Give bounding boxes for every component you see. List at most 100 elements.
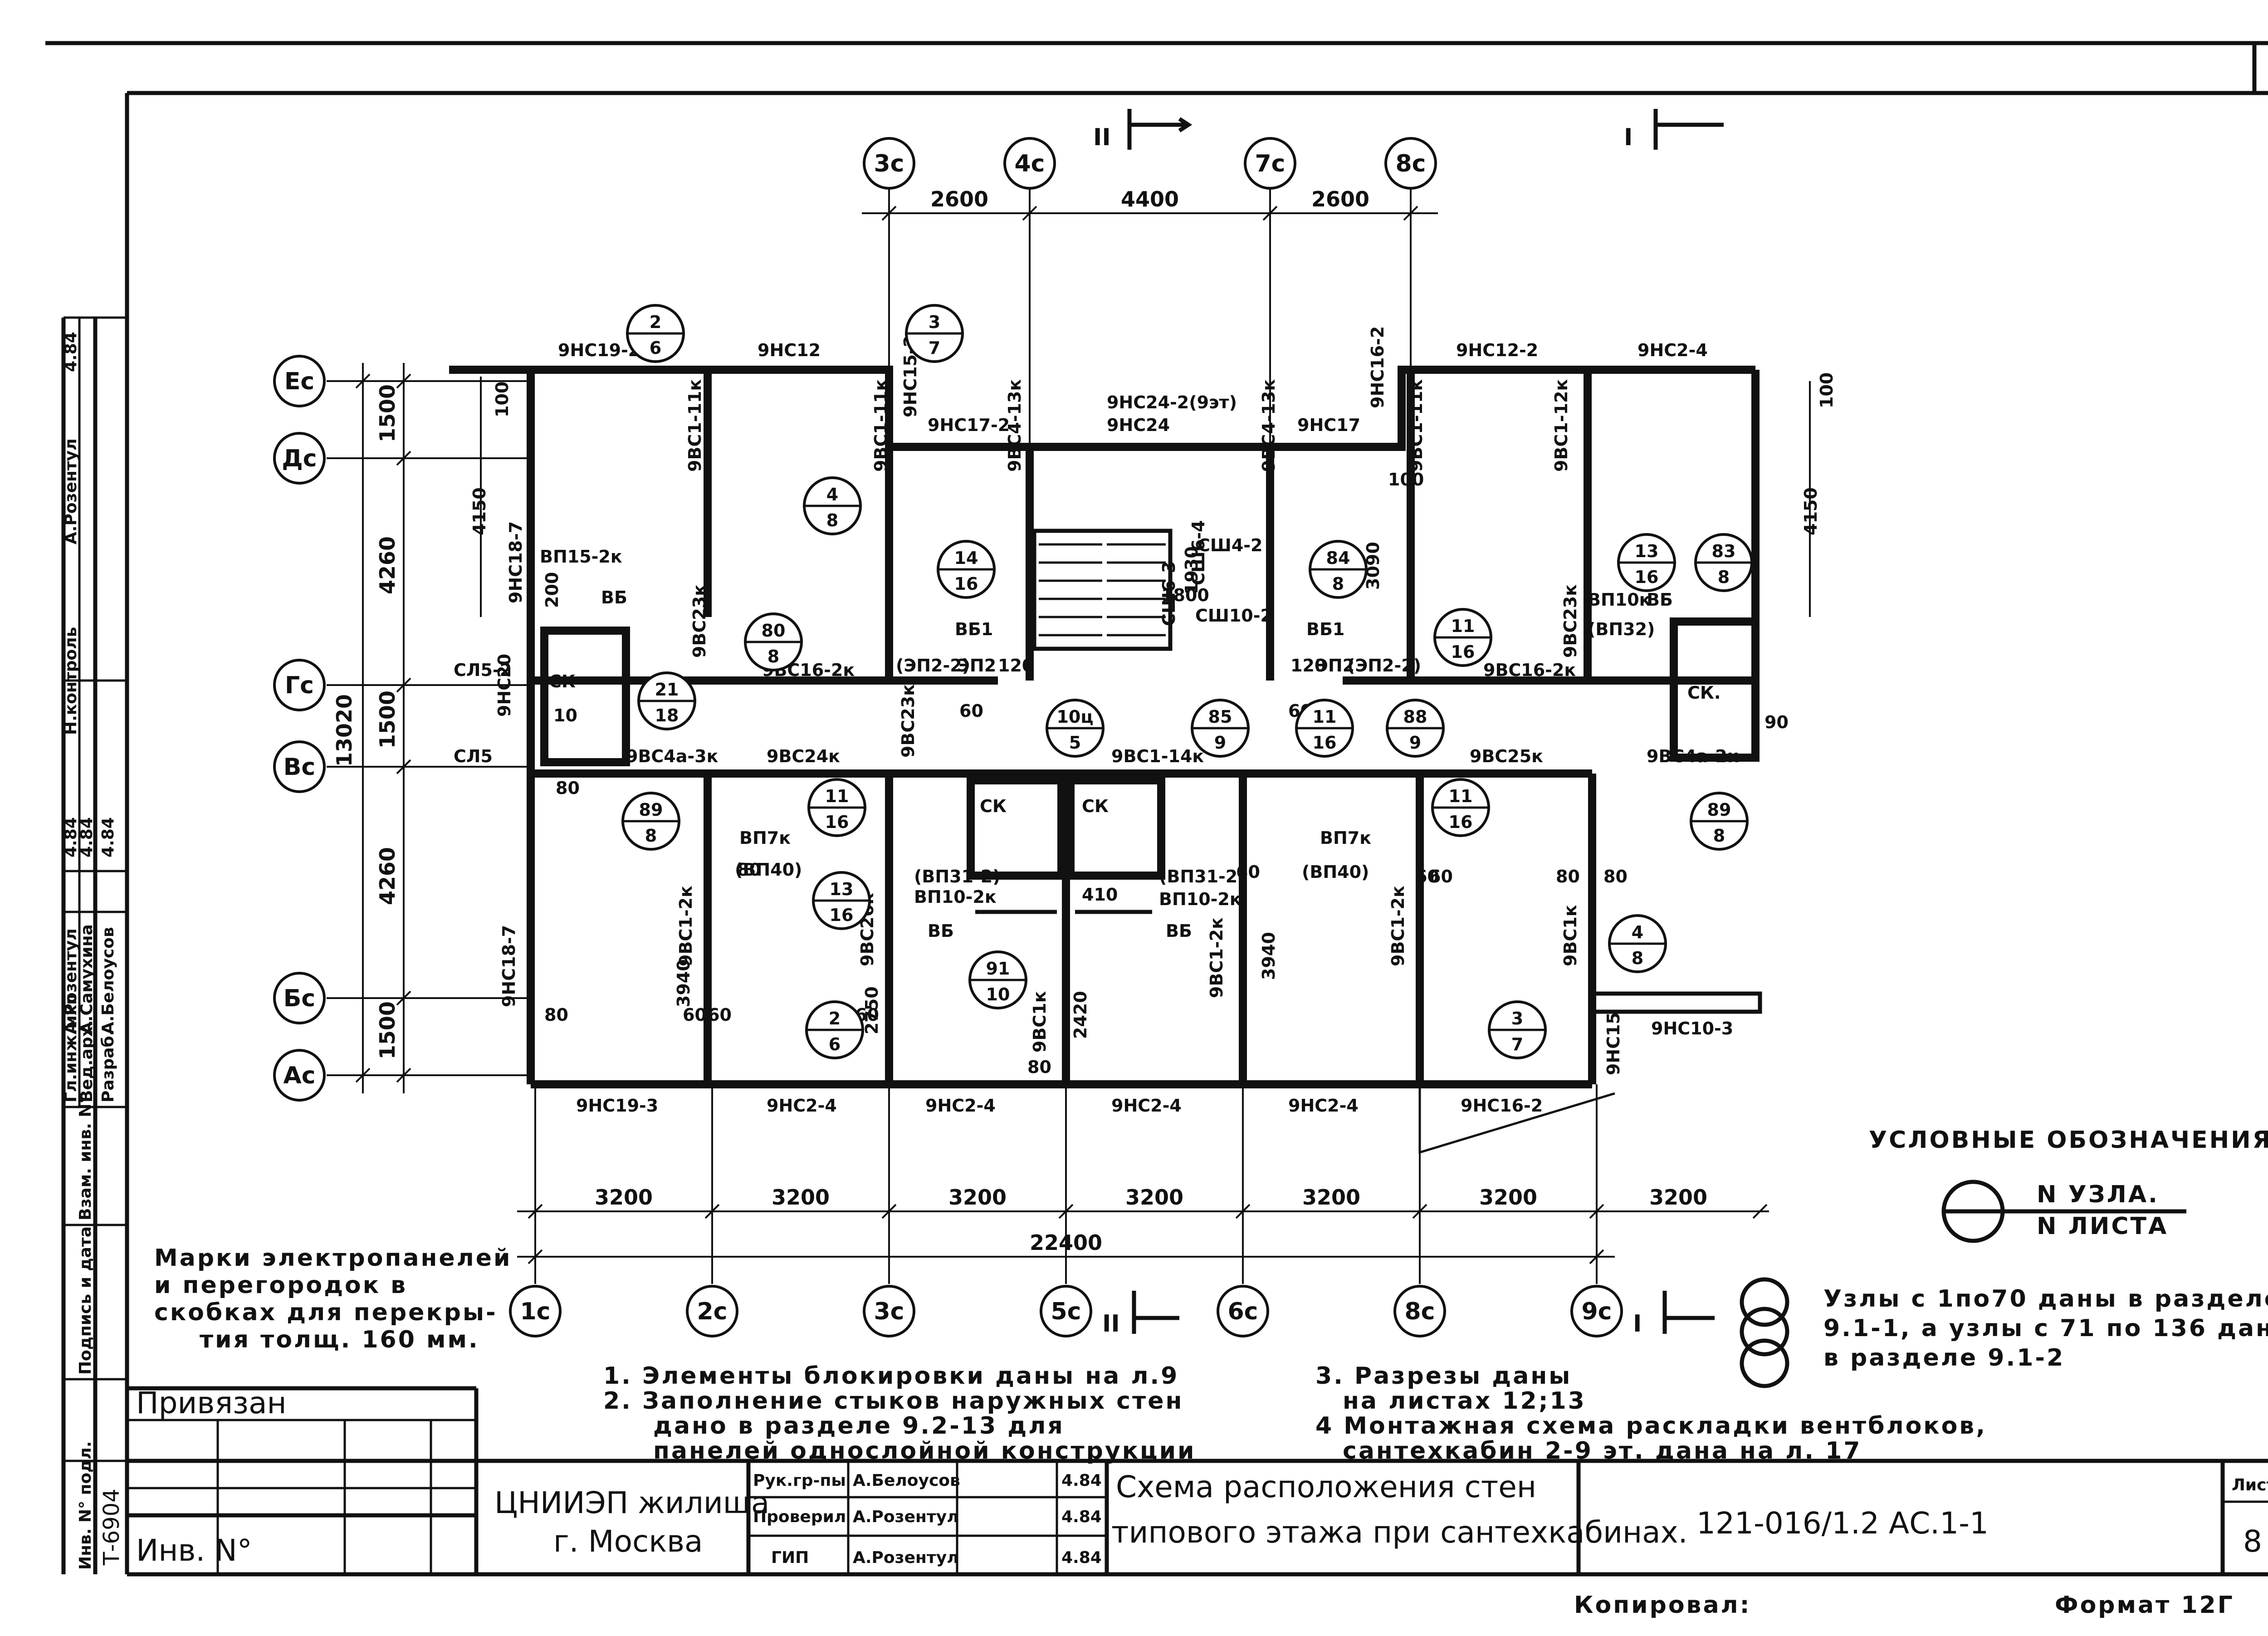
wall-label: ВБ (1166, 921, 1192, 941)
node-bubble: 838 (1694, 533, 1753, 592)
axis-label-bottom: 9с (1581, 1298, 1612, 1325)
dim-tick-top (1262, 206, 1278, 221)
stamp-date-1: 4.84 (62, 817, 80, 857)
name-1: А.Белоусов (853, 1471, 960, 1490)
date-3: 4.84 (1061, 1548, 1102, 1567)
axis-label-left: Дс (282, 445, 317, 472)
wall-label: 9НС2-4 (1637, 340, 1708, 360)
dim-text-inner: 100 (1817, 372, 1837, 408)
small-mark: СК. (1687, 683, 1721, 703)
dim-text-left: 1500 (375, 691, 400, 749)
wall-label: (ЭП2-2) (1347, 656, 1421, 676)
node-sheet: 8 (826, 510, 838, 530)
wall-label: 9ВС1-12к (1551, 379, 1571, 472)
node-bubble: 859 (1191, 699, 1250, 758)
node-number: 13 (830, 879, 854, 899)
dim-tick-bottom (1058, 1204, 1074, 1219)
dim-text-inner: 2750 (862, 986, 882, 1034)
name-3: А.Розентул (853, 1548, 959, 1567)
dim-tick-left-total (355, 1068, 371, 1083)
wall-label: ВП10-2к (914, 887, 997, 907)
node-sheet: 16 (1313, 733, 1337, 753)
axis-bubble-left (273, 659, 326, 711)
small-mark: 60 (1236, 862, 1260, 882)
node-number: 3 (929, 312, 940, 332)
node-sheet: 16 (1635, 567, 1659, 587)
axis-label-left: Вс (284, 754, 315, 781)
dim-tick-top (1022, 206, 1037, 221)
wall-label: 9ВС1-11к (685, 379, 705, 472)
axis-label-bottom: 8с (1404, 1298, 1435, 1325)
node-number: 11 (825, 786, 849, 806)
walls (449, 366, 1762, 1154)
section-marks: II I II I (1093, 109, 1724, 1337)
axis-bubble-left (273, 355, 326, 407)
dim-text-inner: 100 (492, 382, 512, 417)
node-sheet: 7 (1511, 1034, 1523, 1054)
small-mark: 80 (1027, 1057, 1051, 1077)
wall-label: СШ6-4 (1188, 520, 1208, 585)
general-notes: 1. Элементы блокировки даны на л.9 2. За… (603, 1362, 1985, 1465)
legend-title: УСЛОВНЫЕ ОБОЗНАЧЕНИЯ: (1869, 1127, 2268, 1154)
section-mark-2-bottom: II (1102, 1310, 1120, 1337)
stamp-col-inv-podl: Инв. N° подл. (76, 1441, 95, 1570)
node-bubble: 808 (744, 612, 803, 671)
dim-text-top: 2600 (930, 187, 988, 211)
axis-label-bottom: 2с (697, 1298, 727, 1325)
dim-tick-bottom (528, 1204, 543, 1219)
wall-label: 9НС2-4 (925, 1096, 996, 1116)
dim-text-bottom: 3200 (1302, 1185, 1360, 1210)
small-mark: СК (980, 796, 1007, 816)
wall-label: 9ВС4-13к (1005, 379, 1025, 472)
date-2: 4.84 (1061, 1508, 1102, 1526)
node-number: 13 (1635, 541, 1659, 561)
dim-tick-top (881, 206, 897, 221)
node-bubble: 37 (905, 304, 964, 363)
wall-label: 9ВС1-2к (1388, 886, 1408, 966)
wall-label: 9НС12 (758, 340, 821, 360)
stamp-nkontrol: Н.контроль (62, 627, 80, 735)
wall-label: 9НС12-2 (1456, 340, 1538, 360)
note-2: 2. Заполнение стыков наружных стен (603, 1387, 1183, 1415)
node-sheet: 9 (1409, 733, 1421, 753)
dim-text-bottom: 3200 (595, 1185, 653, 1210)
node-number: 4 (1632, 922, 1643, 942)
wall-label: ВП10-2к (1159, 889, 1242, 909)
node-number: 84 (1326, 548, 1350, 568)
axis-bubble-left (273, 740, 326, 793)
node-sheet: 16 (954, 574, 978, 594)
wall-label: 9ВС16-2к (1483, 660, 1576, 680)
dim-text-bottom: 3200 (948, 1185, 1007, 1210)
privyazan-label: Привязан (136, 1386, 287, 1420)
small-mark: 90 (1765, 712, 1789, 732)
axis-label-left: Ас (283, 1062, 315, 1089)
stamp-name-1: А.Розентул (62, 928, 80, 1034)
node-sheet: 7 (929, 338, 940, 358)
small-mark: 120 (998, 656, 1034, 676)
note-3: 3. Разрезы даны (1315, 1362, 1572, 1390)
dim-text-bottom: 3200 (1479, 1185, 1537, 1210)
legend-sheet-number: N ЛИСТА (2037, 1213, 2168, 1240)
section-mark-1-top: I (1624, 124, 1633, 151)
node-number: 83 (1712, 541, 1736, 561)
dim-text-bottom: 3200 (1125, 1185, 1183, 1210)
sheet-number: 8 (2243, 1524, 2262, 1559)
wall-label: 9НС2-4 (767, 1096, 837, 1116)
dim-tick-left (396, 677, 411, 693)
dim-tick-bottom (1412, 1204, 1427, 1219)
sanitary-cabin-1 (540, 627, 630, 766)
wall-label: СШ10-2 (1195, 606, 1272, 626)
dim-tick-bottom (704, 1204, 720, 1219)
wall-label: 9ВС23к (1560, 584, 1580, 658)
axis-bubble-left (273, 432, 326, 485)
date-1: 4.84 (1061, 1471, 1102, 1490)
axis-bubble-bottom (509, 1285, 562, 1337)
axis-bubble-bottom (1217, 1285, 1269, 1337)
small-mark: 80 (544, 1005, 568, 1025)
node-sheet: 18 (655, 705, 679, 725)
